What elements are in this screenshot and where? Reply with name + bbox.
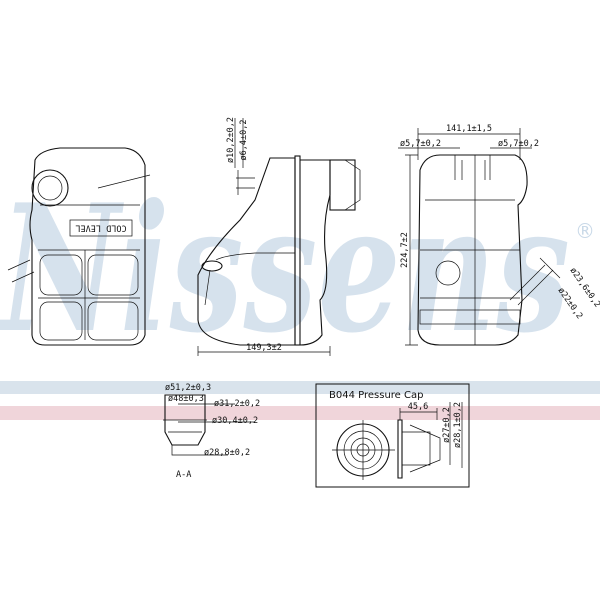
section-dim-3: ø31,2±0,2 [214,399,260,409]
front-view: COLD LEVEL [7,147,151,346]
pipe-inner-dim: ø6,4±0,2 [239,120,249,161]
pressure-cap-box: B044 Pressure Cap 45,6 ø27±0,2 ø28,1±0,2 [315,383,470,488]
red-stripe [0,406,600,420]
pressure-cap-title: B044 Pressure Cap [329,390,423,401]
side-view: 149,3±2 ø10,2±0,2 ø6,4±0,2 [197,117,361,356]
section-label: A-A [176,470,191,480]
nissens-watermark: Nissens [0,167,570,372]
port-left-dim: ø5,7±0,2 [400,139,441,149]
section-dim-1: ø51,2±0,3 [165,383,211,393]
cap-width-dim: 45,6 [408,402,428,412]
pipe-outer-dim: ø10,2±0,2 [226,117,236,163]
rear-height-dim: 224,7±2 [400,232,410,268]
section-dim-2: ø48±0,3 [168,394,204,404]
port-right-dim: ø5,7±0,2 [498,139,539,149]
section-dim-4: ø30,4±0,2 [212,416,258,426]
cold-level-label: COLD LEVEL [75,223,126,233]
section-view: ø51,2±0,3 ø48±0,3 ø31,2±0,2 ø30,4±0,2 ø2… [163,383,260,480]
rear-width-dim: 141,1±1,5 [446,124,492,134]
side-width-dim: 149,3±2 [246,343,282,353]
section-dim-5: ø28,8±0,2 [204,448,250,458]
blue-stripe [0,381,600,394]
cap-outer-dim: ø28,1±0,2 [453,402,463,448]
registered-mark: ® [575,219,595,243]
cap-inner-dim: ø27±0,2 [442,407,452,443]
